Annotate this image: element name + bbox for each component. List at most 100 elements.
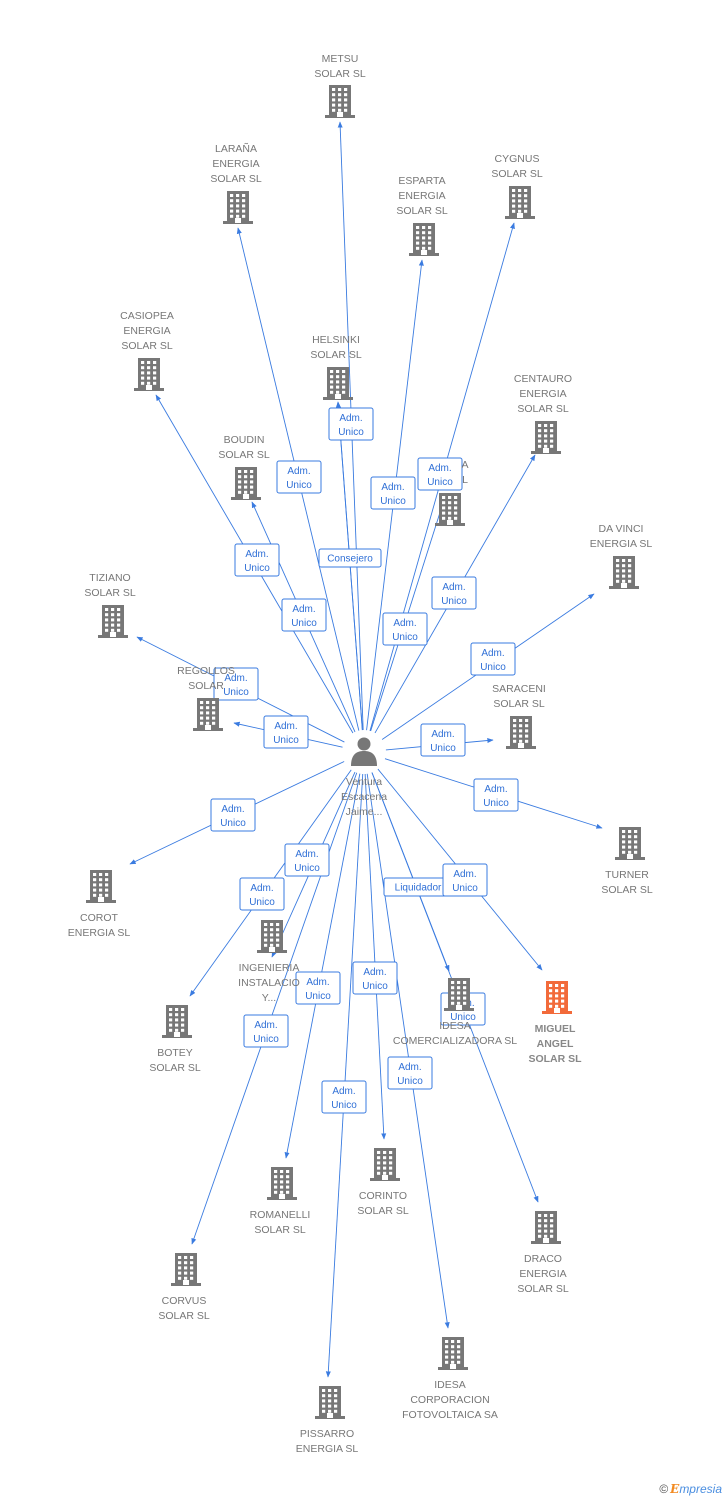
company-label: SOLAR SL <box>314 68 366 80</box>
building-icon <box>98 605 128 638</box>
edge-label-regollos[interactable]: Adm.Unico <box>263 715 309 749</box>
edge-label-romanelli[interactable]: Adm.Unico <box>295 971 341 1005</box>
edge-label-box <box>417 457 463 491</box>
company-label: PISSARRO <box>300 1428 354 1440</box>
edge-label-idesacom[interactable]: Liquidador <box>383 877 453 897</box>
company-label: CYGNUS <box>495 153 540 165</box>
edge-label-corot[interactable]: Adm.Unico <box>210 798 256 832</box>
edge-label-box <box>295 971 341 1005</box>
edge-label-cygnus[interactable]: Adm.Unico <box>417 457 463 491</box>
edge-label-helsinki[interactable]: Consejero <box>318 548 382 568</box>
brand-watermark: ©Empresia <box>659 1482 722 1496</box>
edge-label-centauro[interactable]: Adm.Unico <box>431 576 477 610</box>
company-label: ENERGIA <box>519 1268 566 1280</box>
building-icon <box>615 827 645 860</box>
company-label: ESPARTA <box>398 175 445 187</box>
edge-label-tiziano[interactable]: Adm.Unico <box>213 667 259 701</box>
edge-label-esparta[interactable]: Adm.Unico <box>370 476 416 510</box>
edge-label-saraceni[interactable]: Adm.Unico <box>420 723 466 757</box>
company-label: INGENIERIA <box>239 962 300 974</box>
company-node-metsu[interactable]: METSU SOLAR SL <box>314 53 366 118</box>
company-label: CORPORACION <box>410 1394 489 1406</box>
company-node-ingenieria[interactable]: INGENIERIAINSTALACIOY... <box>238 920 300 1004</box>
edge-label-metsu[interactable]: Adm.Unico <box>328 407 374 441</box>
edge-label-text: Adm. <box>245 549 268 560</box>
edge-label-botey[interactable]: Adm.Unico <box>239 877 285 911</box>
edge-label-text: Adm. <box>398 1062 421 1073</box>
edge-label-text: Liquidador <box>395 883 442 894</box>
edge-label-pissarro[interactable]: Adm.Unico <box>321 1080 367 1114</box>
edge-label-miguel[interactable]: Adm.Unico <box>442 863 488 897</box>
edge-label-text: Adm. <box>339 413 362 424</box>
company-label: ENERGIA <box>212 158 259 170</box>
company-label: ENERGIA <box>398 190 445 202</box>
company-node-hidden[interactable]: AL <box>435 459 469 526</box>
edge-label-box <box>431 576 477 610</box>
edge-label-text: Unico <box>450 1012 476 1023</box>
company-label: TURNER <box>605 869 649 881</box>
edge-label-box <box>473 778 519 812</box>
edge-label-box <box>420 723 466 757</box>
edge-label-text: Unico <box>273 735 299 746</box>
edge-label-hidden[interactable]: Adm.Unico <box>382 612 428 646</box>
edge-label-text: Unico <box>441 596 467 607</box>
building-icon <box>267 1167 297 1200</box>
company-label: A <box>461 459 468 471</box>
building-icon <box>171 1253 201 1286</box>
edge-label-text: Consejero <box>327 554 373 565</box>
edge-label-text: Adm. <box>381 482 404 493</box>
company-label: SOLAR <box>188 680 224 692</box>
edge-label-box <box>442 863 488 897</box>
company-label: SARACENI <box>492 683 546 695</box>
edge-label-ingenieria[interactable]: Adm.Unico <box>284 843 330 877</box>
edge-label-text: Adm. <box>481 648 504 659</box>
company-label: HELSINKI <box>312 334 360 346</box>
edge-label-larana[interactable]: Adm.Unico <box>276 460 322 494</box>
edge-label-corinto[interactable]: Adm.Unico <box>352 961 398 995</box>
edge-label-box <box>352 961 398 995</box>
company-label: SOLAR SL <box>218 449 270 461</box>
edge-label-boudin[interactable]: Adm.Unico <box>281 598 327 632</box>
person-label: Jaime... <box>346 806 383 818</box>
building-icon <box>370 1148 400 1181</box>
edge-label-text: Unico <box>249 897 275 908</box>
company-node-regollos[interactable]: REGOLLOS SOLAR <box>177 665 235 731</box>
edge-label-text: Unico <box>244 563 270 574</box>
company-label: REGOLLOS <box>177 665 235 677</box>
edge-label-text: Adm. <box>484 784 507 795</box>
edge-label-text: Unico <box>483 798 509 809</box>
edge-label-corvus[interactable]: Adm.Unico <box>243 1014 289 1048</box>
edge-label-davinci[interactable]: Adm.Unico <box>470 642 516 676</box>
edge-label-turner[interactable]: Adm. Unico <box>473 778 519 812</box>
edge-label-idesacorp[interactable]: Adm.Unico <box>387 1056 433 1090</box>
edge-label-casiopea[interactable]: Adm. Unico <box>234 543 280 577</box>
company-label: CENTAURO <box>514 373 572 385</box>
company-label: SOLAR SL <box>84 587 136 599</box>
edge-label-text: Adm. <box>287 466 310 477</box>
edge-label-text: Adm. <box>221 804 244 815</box>
person-label: Ventura <box>346 776 382 788</box>
person-node[interactable]: VenturaEscacenaJaime... <box>341 737 387 819</box>
company-label: METSU <box>322 53 359 65</box>
